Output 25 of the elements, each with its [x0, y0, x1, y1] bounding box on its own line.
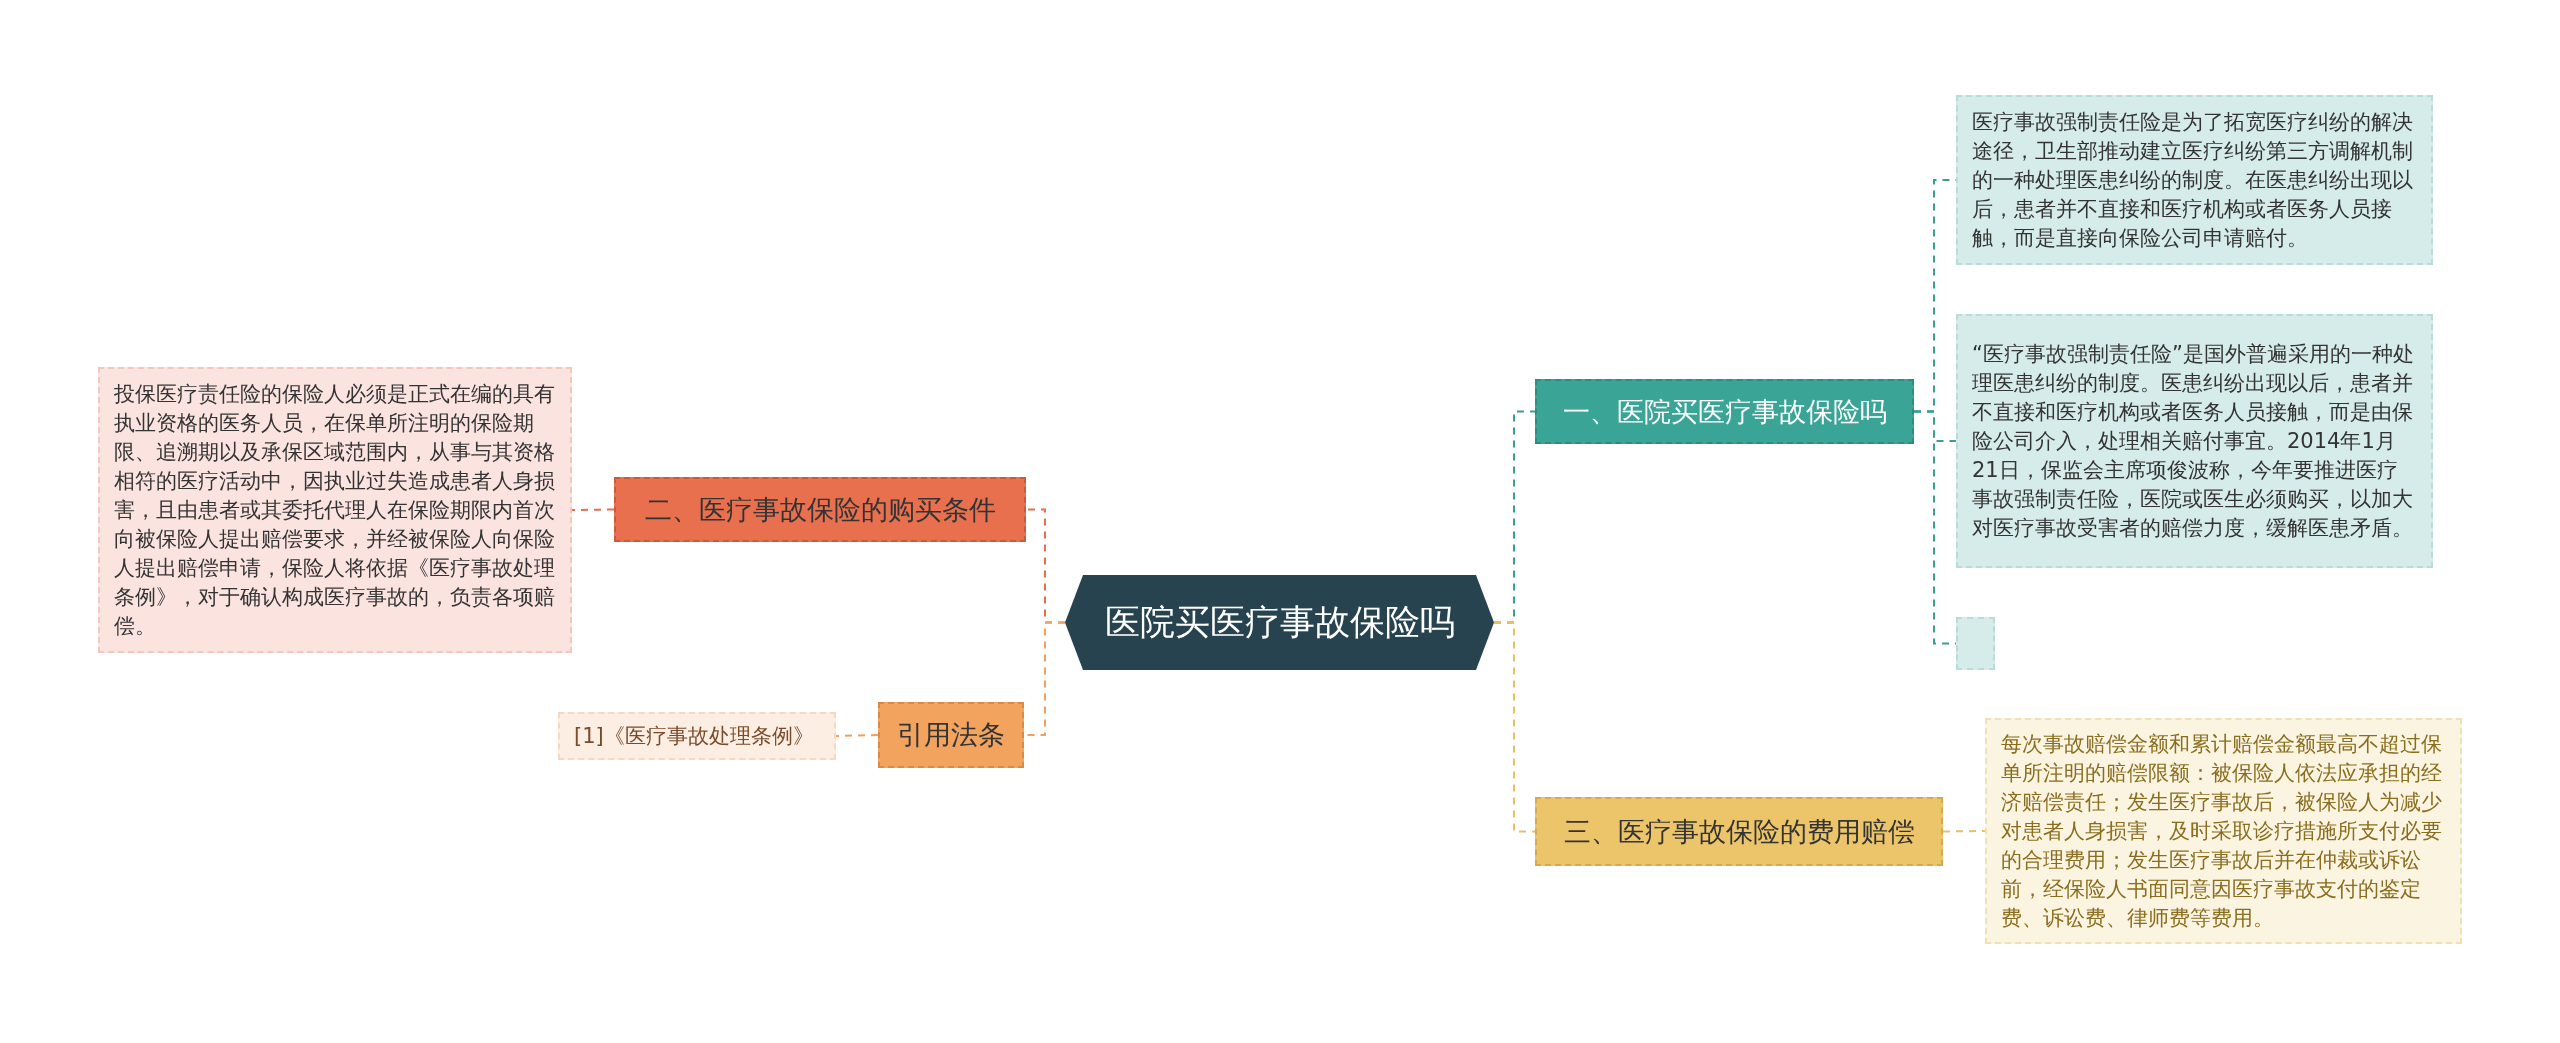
central-topic [1065, 575, 1494, 670]
topic-box [614, 477, 1026, 542]
topic-box [878, 702, 1024, 768]
topic-label: 二、医疗事故保险的购买条件 [644, 492, 996, 527]
connector [835, 734, 879, 737]
topic-label: 医院买医疗事故保险吗 [1104, 601, 1455, 644]
empty-box [1956, 617, 1995, 670]
note-box [1956, 314, 2433, 568]
note-box [558, 712, 836, 760]
topic-label: 引用法条 [897, 718, 1005, 752]
note-text: 每次事故赔偿金额和累计赔偿金额最高不超过保单所注明的赔偿限额：被保险人依法应承担的经济赔偿责任；发生医疗事故后，被保险人为减少对患者人身损害，及时采取诊疗措施所支付必要的合理费用；发生医疗事故后并在仲裁或诉讼前，经保险人书面同意因医疗事故支付的鉴定费、诉讼费、律师费等费用。 [2001, 730, 2443, 932]
connector [571, 508, 615, 511]
note-box [1956, 95, 2433, 265]
note-text: “医疗事故强制责任险”是国外普遍采用的一种处理医患纠纷的制度。医患纠纷出现以后，患者并不直接和医疗机构或者医务人员接触，而是由保险公司介入，处理相关赔付事宜。2014年1月21日，保监会主席项俊波称，今年要推进医疗事故强制责任险，医院或医生必须购买，以加大对医疗事故受害者的赔偿力度，缓解医患矛盾。 [1972, 340, 2415, 542]
topic-box [1535, 797, 1943, 866]
note-text: 投保医疗责任险的保险人必须是正式在编的具有执业资格的医务人员，在保单所注明的保险期限、追溯期以及承保区域范围内，从事与其资格相符的医疗活动中，因执业过失造成患者人身损害，且由患者或其委托代理人在保险期限内首次向被保险人提出赔偿要求，并经被保险人向保险人提出赔偿申请，保险人将依据《医疗事故处理条例》，对于确认构成医疗事故的，负责各项赔偿。 [114, 380, 556, 640]
connector [1942, 830, 1986, 833]
note-text: [1]《医疗事故处理条例》 [574, 722, 814, 750]
connector [1493, 621, 1536, 833]
topic-label: 三、医疗事故保险的费用赔偿 [1563, 814, 1915, 849]
topic-box [1535, 379, 1914, 444]
topic-label: 一、医院买医疗事故保险吗 [1562, 394, 1887, 429]
note-text: 医疗事故强制责任险是为了拓宽医疗纠纷的解决途径，卫生部推动建立医疗纠纷第三方调解机制的一种处理医患纠纷的制度。在医患纠纷出现以后，患者并不直接和医疗机构或者医务人员接触，而是直接向保险公司申请赔付。 [1972, 108, 2414, 252]
note-box [98, 367, 572, 653]
note-box [1985, 718, 2462, 944]
